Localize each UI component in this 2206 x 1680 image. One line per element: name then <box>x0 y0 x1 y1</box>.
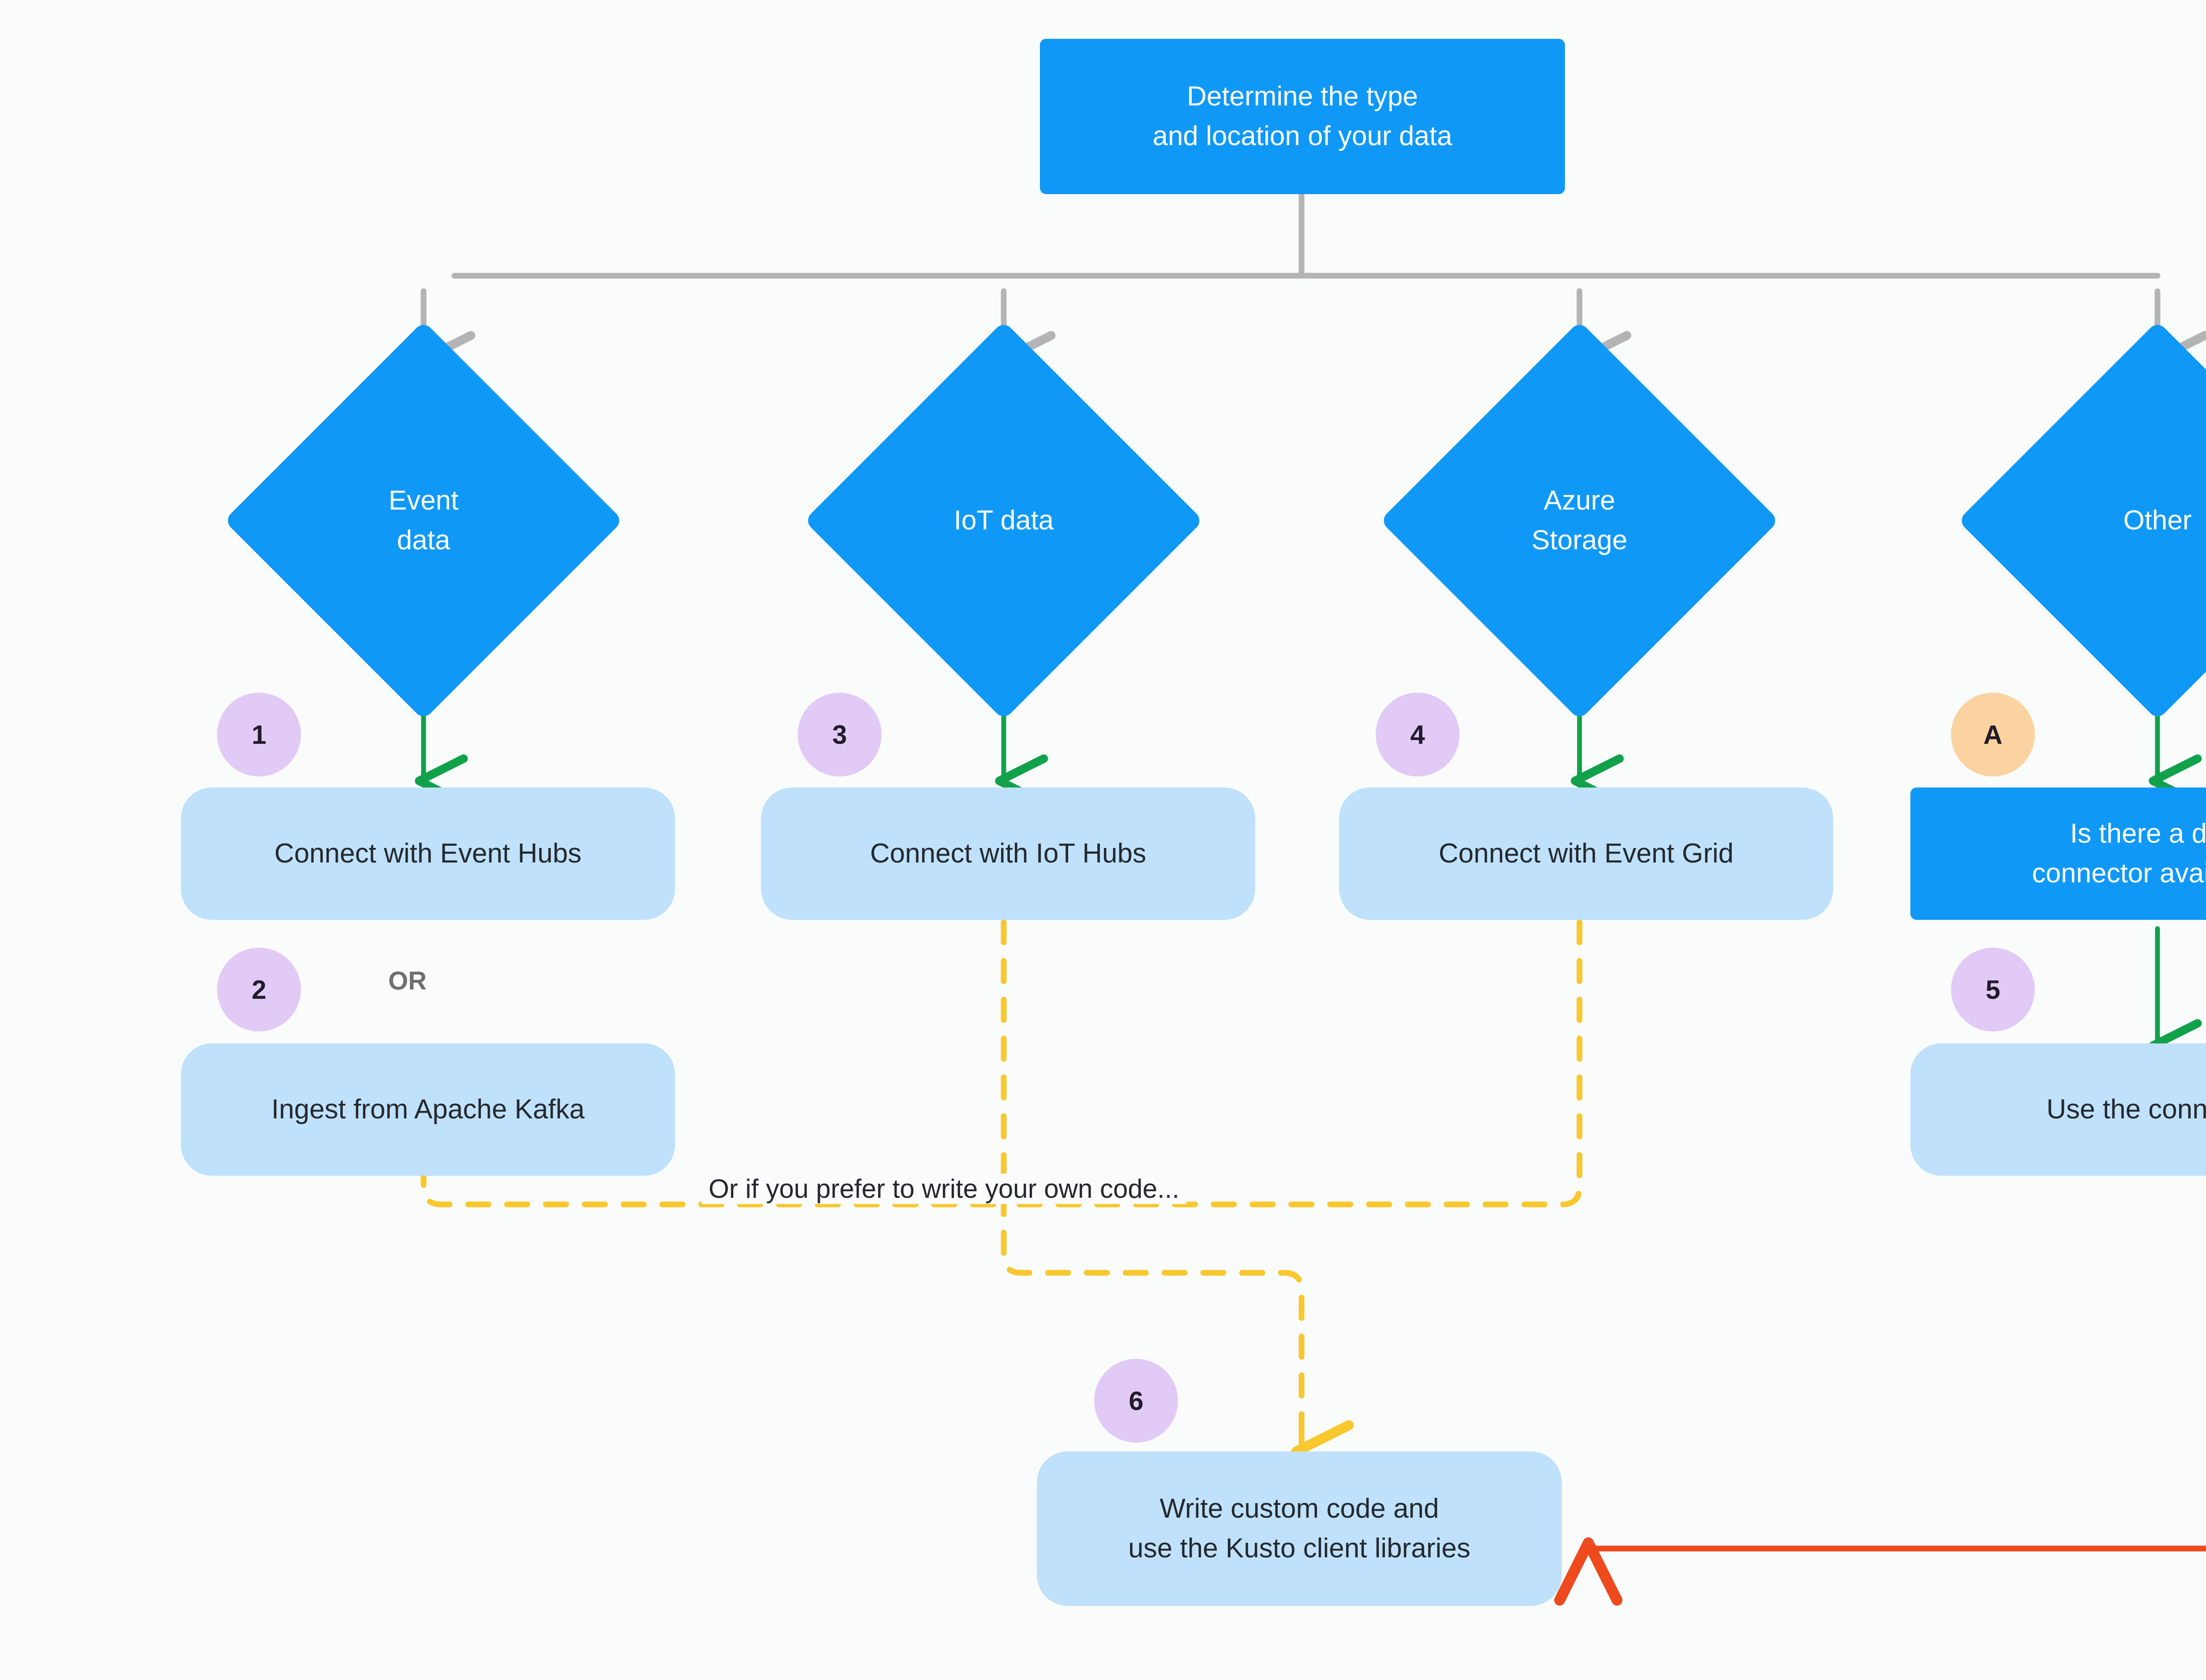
edge-label-or: OR <box>388 967 427 995</box>
node-other-label: Other <box>2123 505 2192 536</box>
node-determine-type[interactable]: Determine the type and location of your … <box>1040 39 1565 194</box>
badge-step-4: 4 <box>1376 693 1459 776</box>
edge-event-grid-to-custom-code <box>1001 919 1583 1208</box>
badge-step-5: 5 <box>1951 948 2035 1031</box>
node-azure-storage-label: Azure Storage <box>1531 485 1628 555</box>
node-connect-iot-hubs[interactable]: Connect with IoT Hubs <box>761 788 1255 920</box>
badge-step-a: A <box>1951 693 2035 776</box>
badge-step-2: 2 <box>217 948 301 1031</box>
node-other[interactable]: Other <box>1958 321 2206 720</box>
node-ingest-kafka[interactable]: Ingest from Apache Kafka <box>181 1043 675 1176</box>
node-iot-data-label: IoT data <box>953 505 1054 536</box>
badge-step-1: 1 <box>217 693 301 776</box>
node-connector-question[interactable]: Is there a data connector available? <box>1910 788 2206 920</box>
node-event-data[interactable]: Event data <box>224 321 623 720</box>
node-azure-storage[interactable]: Azure Storage <box>1380 321 1779 720</box>
edge-determine-to-branches <box>451 192 2161 279</box>
node-connect-event-grid[interactable]: Connect with Event Grid <box>1339 788 1833 920</box>
badge-step-3: 3 <box>798 693 882 776</box>
edge-question-no-to-custom-code <box>1554 1537 2206 1606</box>
node-use-connector[interactable]: Use the connector <box>1910 1043 2206 1176</box>
node-event-data-label: Event data <box>388 485 459 555</box>
node-iot-data[interactable]: IoT data <box>804 321 1204 720</box>
edge-label-custom-code-note: Or if you prefer to write your own code.… <box>702 1174 1187 1204</box>
badge-step-6: 6 <box>1094 1359 1178 1443</box>
node-write-custom-code[interactable]: Write custom code and use the Kusto clie… <box>1037 1451 1562 1606</box>
node-connect-event-hubs[interactable]: Connect with Event Hubs <box>181 788 675 920</box>
